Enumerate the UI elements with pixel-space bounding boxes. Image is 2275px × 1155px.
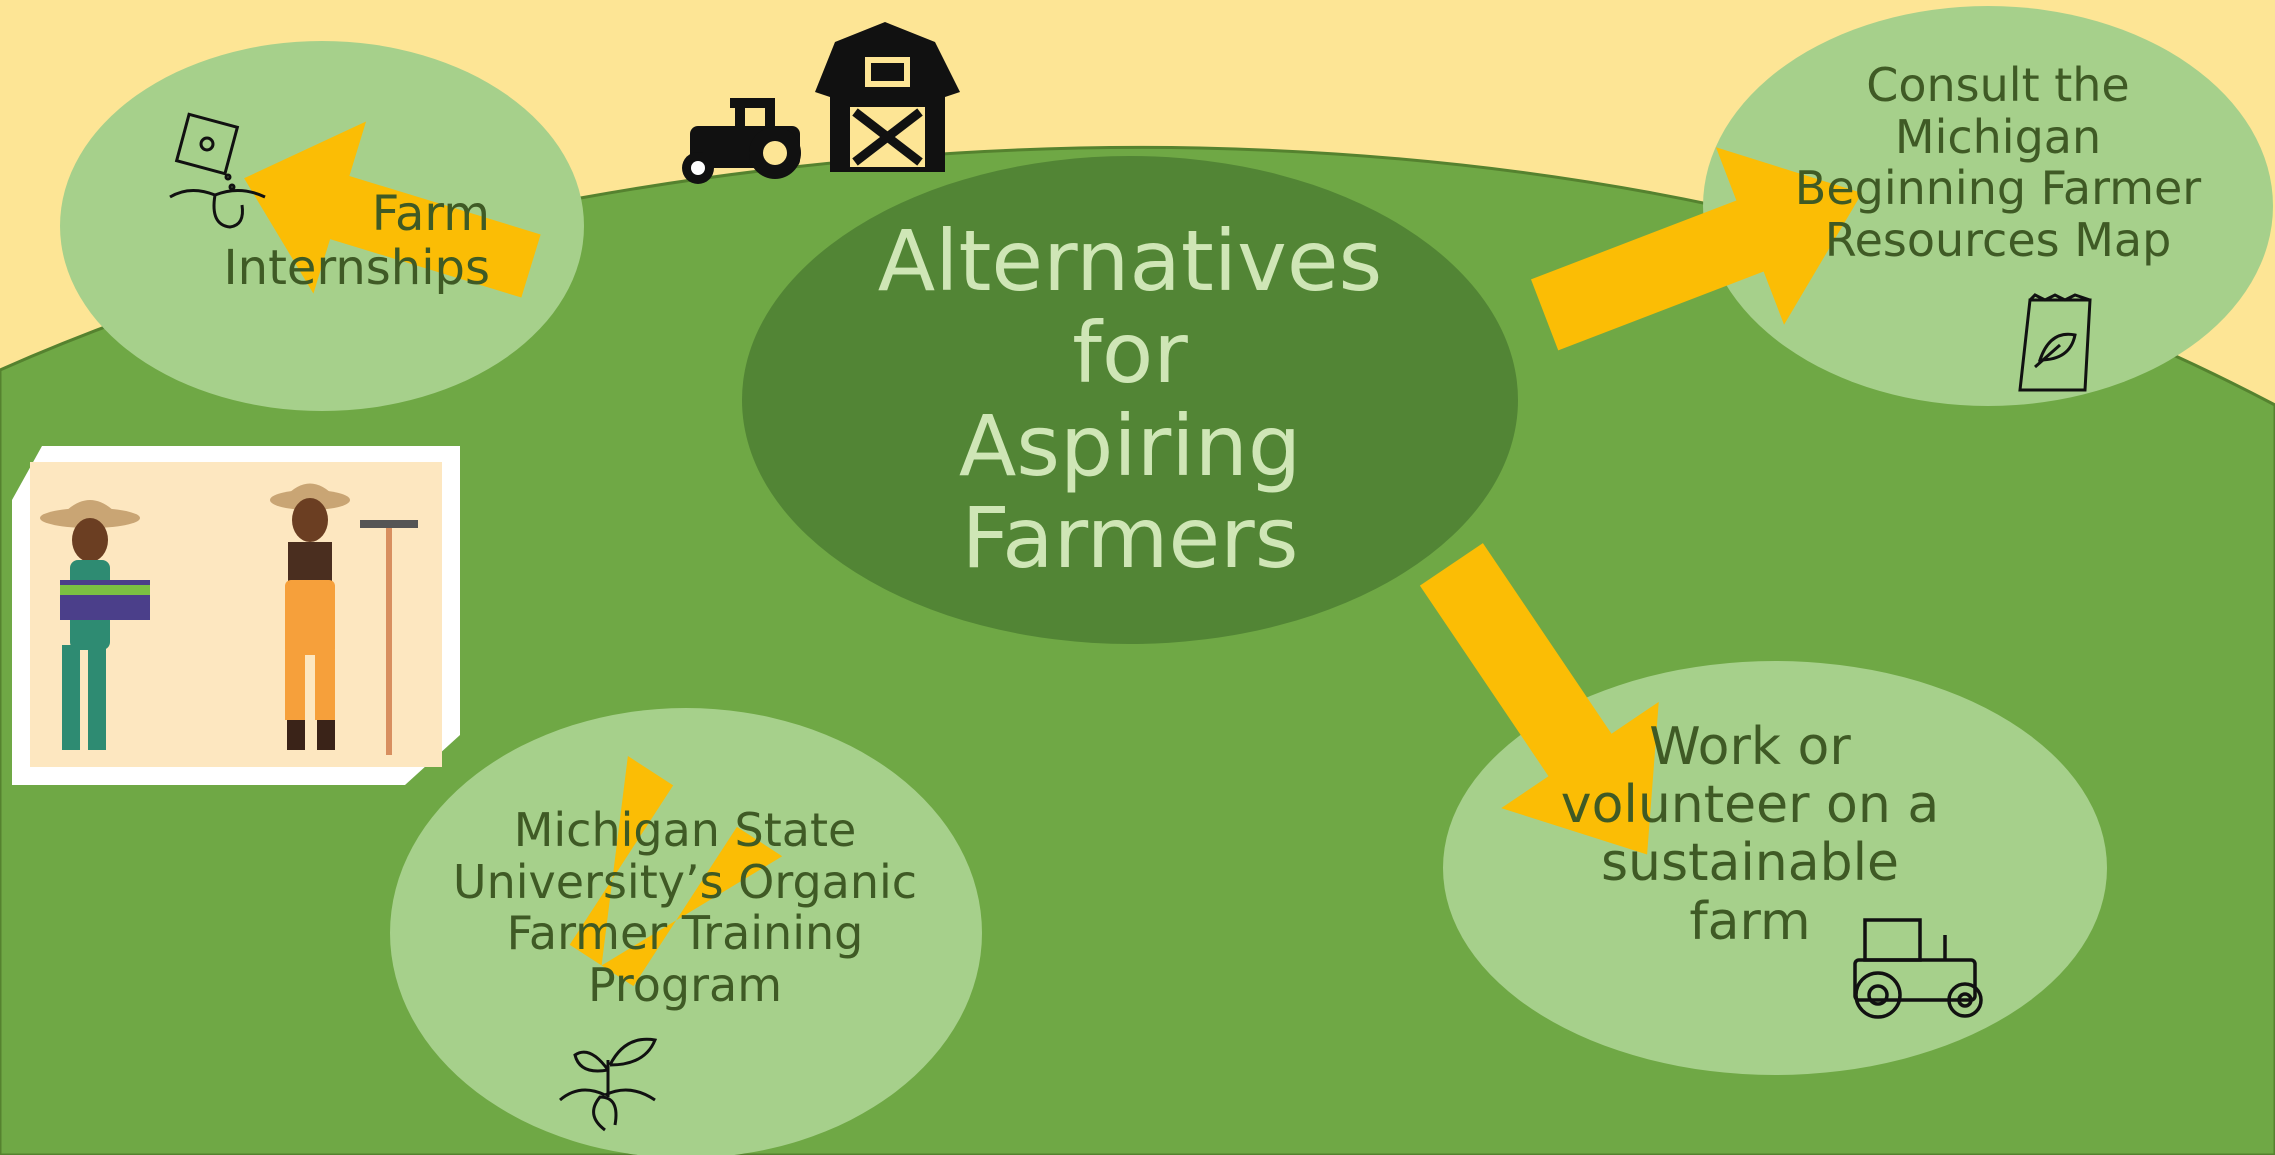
arrow-to-sustainable-farm xyxy=(1419,543,1659,855)
node-resources-map: Consult the Michigan Beginning Farmer Re… xyxy=(1738,58,2258,267)
node-sustainable-farm: Work or volunteer on a sustainable farm xyxy=(1500,718,2000,951)
node-text-line: Work or xyxy=(1649,717,1851,777)
node-text-line: University’s Organic xyxy=(452,854,918,909)
node-ellipse-msu-program xyxy=(390,708,982,1155)
arrow-to-resources-map xyxy=(1530,147,1863,351)
node-text-line: sustainable xyxy=(1600,833,1900,894)
central-title-line: Alternatives xyxy=(877,212,1383,310)
node-text-line: Michigan xyxy=(1894,109,2102,164)
node-farm-internships: Farm Internships xyxy=(150,186,490,296)
central-title-line: for xyxy=(1072,304,1188,403)
node-msu-program: Michigan State University’s Organic Farm… xyxy=(420,803,950,1012)
node-text-line: volunteer on a xyxy=(1560,775,1940,836)
node-text-line: Farm xyxy=(371,186,490,242)
central-title: Alternatives for Aspiring Farmers xyxy=(830,215,1430,585)
seed-packet-sprout-icon xyxy=(169,112,266,229)
node-text-line: Consult the xyxy=(1866,58,2130,112)
farmers-illustration xyxy=(12,446,460,785)
node-text-line: farm xyxy=(1689,891,1811,952)
barn-icon xyxy=(815,22,960,172)
node-text-line: Program xyxy=(587,957,783,1012)
node-text-line: Farmer Training xyxy=(506,906,864,961)
node-text-line: Resources Map xyxy=(1824,212,2172,267)
node-text-line: Beginning Farmer xyxy=(1794,161,2202,216)
sprout-icon xyxy=(559,1037,658,1132)
central-title-line: Aspiring xyxy=(958,396,1302,495)
arrow-to-farm-internships xyxy=(244,121,541,298)
central-ellipse xyxy=(742,156,1518,644)
central-title-line: Farmers xyxy=(961,489,1299,588)
tractor-outline-icon xyxy=(1853,918,1983,1019)
node-text-line: Internships xyxy=(223,239,490,296)
tractor-icon xyxy=(682,98,801,184)
seed-bag-leaf-icon xyxy=(2018,293,2092,392)
node-ellipse-resources-map xyxy=(1703,6,2273,406)
node-text-line: Michigan State xyxy=(513,803,857,857)
arrow-to-msu-program xyxy=(569,756,783,987)
